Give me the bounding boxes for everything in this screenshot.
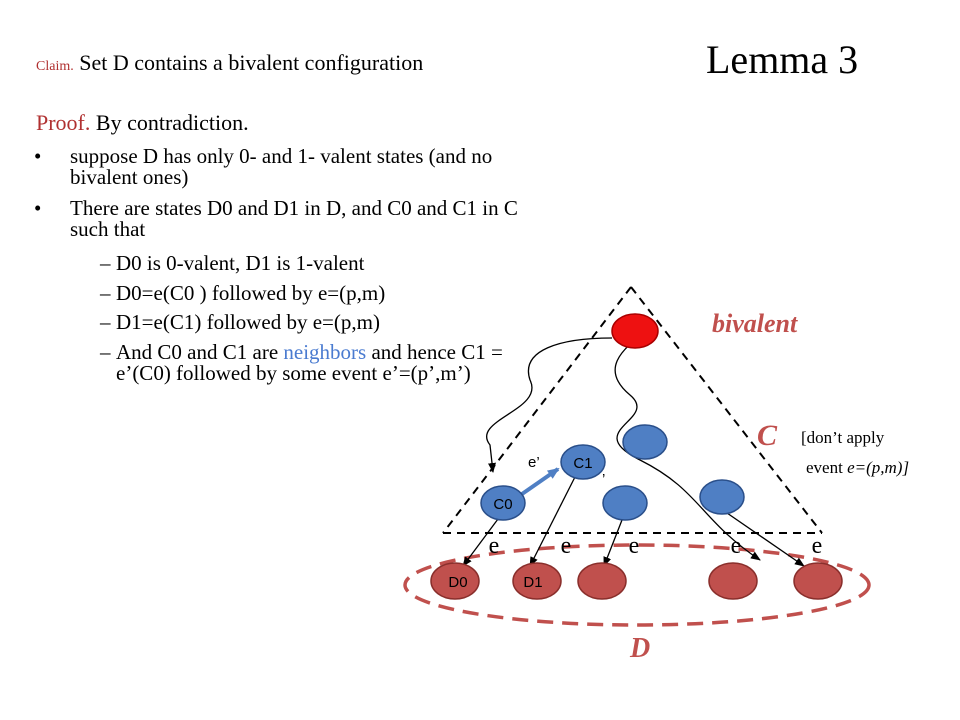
note-line2: event e=(p,m)] — [806, 458, 909, 477]
c0-label: C0 — [493, 496, 512, 513]
e-prime-label: e’ — [528, 454, 540, 471]
set-d-label: D — [629, 633, 650, 664]
arrow-c-d — [726, 512, 805, 567]
arrow-c-d — [603, 519, 623, 567]
triangle-right-edge — [630, 286, 823, 534]
proof-line: Proof. By contradiction. — [36, 110, 249, 136]
c-node — [699, 479, 745, 515]
e-prime-arrow — [520, 467, 560, 496]
proof-label: Proof. — [36, 110, 91, 135]
c1-node — [560, 444, 606, 480]
bivalent-node — [611, 313, 659, 349]
d1-label: D1 — [523, 574, 542, 591]
d0-label: D0 — [448, 574, 467, 591]
e-label: e — [629, 533, 640, 559]
c1-apostrophe: ’ — [602, 471, 605, 488]
e-label: e — [489, 533, 500, 559]
claim: Claim. Set D contains a bivalent configu… — [36, 50, 423, 76]
triangle-left-edge — [442, 286, 632, 534]
set-c-label: C — [757, 419, 778, 452]
neighbors-post: and hence C1 = e’(C0) followed by some e… — [116, 340, 503, 385]
neighbors-pre: And C0 and C1 are — [116, 340, 284, 364]
d-node — [793, 562, 843, 600]
sub-bullet-dash: – — [100, 251, 111, 275]
claim-text: Set D contains a bivalent configuration — [79, 50, 424, 75]
sub-bullet-text: D1=e(C1) followed by e=(p,m) — [116, 310, 380, 334]
sub-bullet-text: D0 is 0-valent, D1 is 1-valent — [116, 251, 365, 275]
bullet-text: There are states D0 and D1 in D, and C0 … — [70, 196, 518, 241]
bullet-dot: • — [34, 196, 42, 220]
claim-label: Claim. — [36, 59, 74, 74]
bullet-dot: • — [34, 144, 42, 168]
d1-node — [512, 562, 562, 600]
path-to-d-node — [614, 329, 761, 561]
bullet-item: • suppose D has only 0- and 1- valent st… — [34, 146, 534, 190]
arrow-c1-d1 — [529, 472, 578, 567]
d0-node — [430, 562, 480, 600]
d-node — [577, 562, 627, 600]
sub-bullet-text: And C0 and C1 are neighbors and hence C1… — [116, 342, 536, 384]
note-line1: [don’t apply — [801, 428, 885, 447]
bivalent-label: bivalent — [712, 309, 798, 338]
path-to-c0 — [486, 337, 613, 473]
note-line2-pre: event — [806, 458, 847, 477]
slide-title: Lemma 3 — [706, 37, 859, 82]
set-d-ellipse — [403, 543, 871, 627]
sub-bullet-dash: – — [100, 340, 111, 364]
neighbors-highlight: neighbors — [283, 340, 367, 364]
sub-bullet-dash: – — [100, 281, 111, 305]
arrow-c0-d0 — [462, 518, 499, 567]
c0-node — [480, 485, 526, 521]
sub-bullet-text: D0=e(C0 ) followed by e=(p,m) — [116, 281, 386, 305]
bullet-text: suppose D has only 0- and 1- valent stat… — [70, 144, 493, 189]
note-line2-event: e=(p,m)] — [847, 458, 909, 477]
bullet-item: • There are states D0 and D1 in D, and C… — [34, 198, 534, 242]
e-label: e — [812, 533, 823, 559]
sub-bullet-dash: – — [100, 310, 111, 334]
c-node — [602, 485, 648, 521]
proof-text: By contradiction. — [95, 110, 249, 135]
c1-label: C1 — [573, 455, 592, 472]
e-label: e — [731, 533, 742, 559]
d-node — [708, 562, 758, 600]
e-label: e — [561, 533, 572, 559]
c-node — [622, 424, 668, 460]
